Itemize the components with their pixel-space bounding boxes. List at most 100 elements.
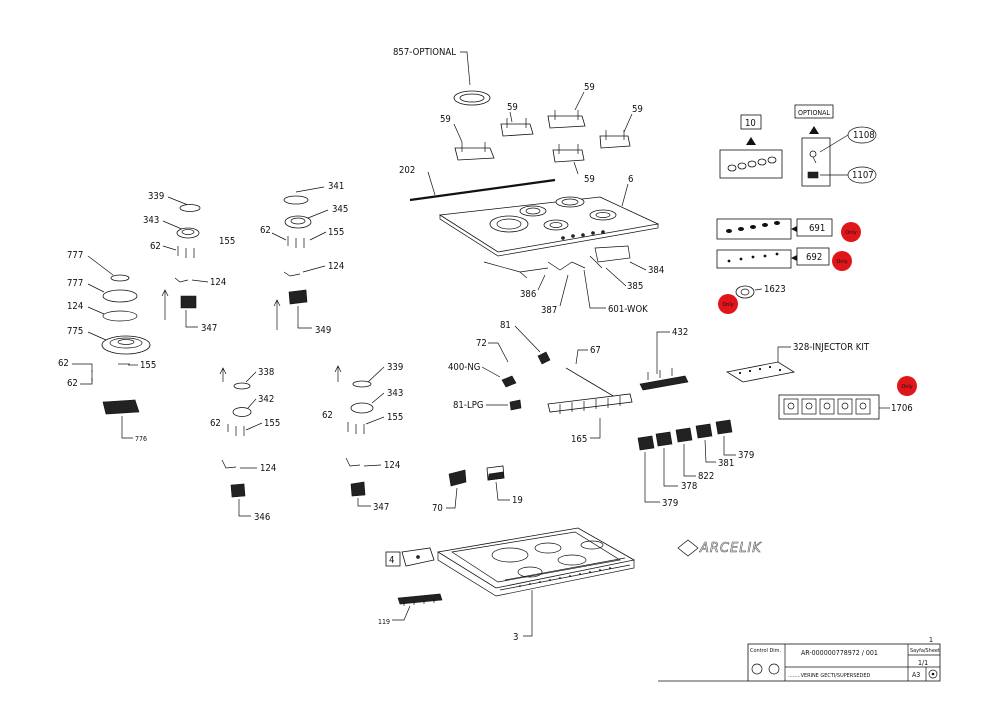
sheet-size: A3 bbox=[912, 671, 920, 679]
pan-supports-group: 857-OPTIONAL 59 59 59 59 59 202 bbox=[393, 47, 660, 257]
bracket-119 bbox=[397, 593, 443, 606]
label-1108: 1108 bbox=[853, 130, 875, 141]
label-384: 384 bbox=[648, 265, 664, 276]
label-346: 346 bbox=[254, 512, 270, 523]
label-62: 62 bbox=[58, 358, 69, 369]
label-155: 155 bbox=[140, 360, 156, 371]
label-62: 62 bbox=[322, 410, 333, 421]
ring-1623 bbox=[735, 285, 755, 299]
superseded-note: ........VERINE GECTI/SUPERSEDED bbox=[788, 673, 870, 679]
sheet-label: Sayfa/Sheet bbox=[910, 648, 940, 654]
label-155: 155 bbox=[219, 236, 235, 247]
sheet-number-top: 1 bbox=[929, 636, 933, 644]
knobs-panel-group: 10 OPTIONAL 1108 1107 691 692 bbox=[716, 104, 913, 420]
label-347: 347 bbox=[373, 502, 389, 513]
label-691: 691 bbox=[809, 223, 825, 234]
label-124: 124 bbox=[210, 277, 226, 288]
pan-support bbox=[552, 144, 585, 163]
label-10: 10 bbox=[745, 118, 756, 129]
label-59: 59 bbox=[507, 102, 518, 113]
label-386: 386 bbox=[520, 289, 536, 300]
label-339: 339 bbox=[387, 362, 403, 373]
glass-hob-top bbox=[438, 196, 660, 257]
base-tray bbox=[436, 527, 636, 597]
label-3: 3 bbox=[513, 632, 518, 643]
label-1623: 1623 bbox=[764, 284, 786, 295]
part-70 bbox=[448, 469, 467, 487]
label-387: 387 bbox=[541, 305, 557, 316]
pan-support bbox=[454, 142, 495, 161]
label-343: 343 bbox=[387, 388, 403, 399]
label-385: 385 bbox=[627, 281, 643, 292]
label-400-ng: 400-NG bbox=[448, 362, 480, 373]
label-339: 339 bbox=[148, 191, 164, 202]
label-59: 59 bbox=[584, 174, 595, 185]
label-345: 345 bbox=[332, 204, 348, 215]
svg-text:Only: Only bbox=[836, 259, 847, 265]
only-badges: Only Only Only Only bbox=[718, 222, 917, 396]
gas-valve bbox=[180, 295, 197, 309]
label-343: 343 bbox=[143, 215, 159, 226]
label-124: 124 bbox=[384, 460, 400, 471]
label-124: 124 bbox=[67, 301, 83, 312]
only-badge: Only bbox=[718, 294, 738, 314]
label-379: 379 bbox=[738, 450, 754, 461]
small-parts-group: 70 19 bbox=[432, 465, 523, 514]
label-81-lpg: 81-LPG bbox=[453, 400, 484, 411]
electrode-rail bbox=[639, 368, 689, 391]
label-59: 59 bbox=[584, 82, 595, 93]
control-dim-label: Control Dim. bbox=[750, 648, 781, 654]
optional-box bbox=[801, 137, 831, 187]
label-119: 119 bbox=[378, 618, 390, 626]
label-59: 59 bbox=[440, 114, 451, 125]
wok-burner-group: 777 777 124 775 62 62 155 776 bbox=[58, 250, 156, 443]
gas-manifold bbox=[547, 393, 633, 414]
title-block: Control Dim. AR-000000778972 / 001 .....… bbox=[658, 636, 941, 682]
label-338: 338 bbox=[258, 367, 274, 378]
label-124: 124 bbox=[328, 261, 344, 272]
pan-support bbox=[599, 130, 631, 149]
label-81: 81 bbox=[500, 320, 511, 331]
label-62: 62 bbox=[150, 241, 161, 252]
label-1706: 1706 bbox=[891, 403, 913, 414]
gas-valve bbox=[230, 483, 246, 498]
label-62: 62 bbox=[67, 378, 78, 389]
wok-gas-valve bbox=[102, 399, 140, 415]
only-badge: Only bbox=[832, 251, 852, 271]
label-381: 381 bbox=[718, 458, 734, 469]
label-692: 692 bbox=[806, 252, 822, 263]
label-775: 775 bbox=[67, 326, 83, 337]
label-378: 378 bbox=[681, 481, 697, 492]
drawing-code: AR-000000778972 / 001 bbox=[801, 649, 878, 657]
svg-text:Only: Only bbox=[901, 384, 912, 390]
burner-group-large: 341 345 62 155 124 349 bbox=[260, 181, 348, 336]
label-202: 202 bbox=[399, 165, 415, 176]
svg-text:Only: Only bbox=[845, 230, 856, 236]
sheet-number: 1/1 bbox=[918, 659, 928, 667]
label-155: 155 bbox=[328, 227, 344, 238]
gas-taps bbox=[637, 419, 733, 451]
label-347: 347 bbox=[201, 323, 217, 334]
svg-text:Only: Only bbox=[722, 302, 733, 308]
label-1107: 1107 bbox=[852, 170, 874, 181]
label-124: 124 bbox=[260, 463, 276, 474]
glass-seal-strip bbox=[409, 178, 556, 202]
label-70: 70 bbox=[432, 503, 443, 514]
label-341: 341 bbox=[328, 181, 344, 192]
burner-group-medium: 339 343 62 155 124 347 bbox=[322, 362, 403, 513]
gas-valve bbox=[350, 481, 366, 497]
knob-set-box bbox=[719, 149, 783, 179]
knob-panel-691 bbox=[716, 218, 792, 240]
label-72: 72 bbox=[476, 338, 487, 349]
label-822: 822 bbox=[698, 471, 714, 482]
label-777: 777 bbox=[67, 250, 83, 261]
label-59: 59 bbox=[632, 104, 643, 115]
burner-group-small-1: 339 343 62 155 124 347 bbox=[143, 191, 235, 334]
label-155: 155 bbox=[387, 412, 403, 423]
label-342: 342 bbox=[258, 394, 274, 405]
knob-set bbox=[727, 156, 777, 172]
label-776: 776 bbox=[135, 435, 147, 443]
label-165: 165 bbox=[571, 434, 587, 445]
label-6: 6 bbox=[628, 174, 633, 185]
label-19: 19 bbox=[512, 495, 523, 506]
